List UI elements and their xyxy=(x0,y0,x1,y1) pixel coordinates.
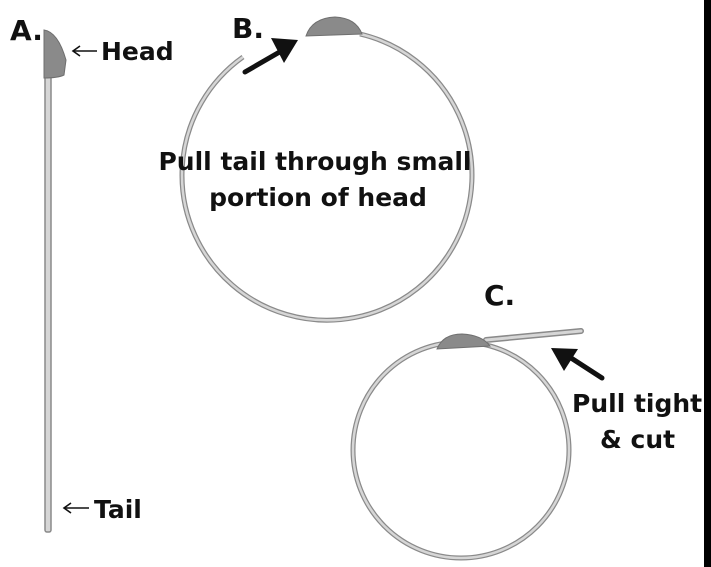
panel-a-tie xyxy=(43,29,67,533)
tie-head-c xyxy=(436,333,491,350)
instruction-c-line2: & cut xyxy=(600,425,675,454)
tie-loop-closed xyxy=(351,340,571,560)
panel-a-label: A. xyxy=(10,14,43,47)
tie-tail-extended xyxy=(484,329,583,342)
pull-arrow-icon xyxy=(551,348,605,381)
instruction-b-line2: portion of head xyxy=(209,183,427,212)
instruction-c-line1: Pull tight xyxy=(572,389,702,418)
right-border xyxy=(704,0,711,567)
panel-c-tie xyxy=(350,328,584,561)
tail-label: Tail xyxy=(94,495,142,524)
panel-b-tie xyxy=(179,16,475,323)
panel-c-label: C. xyxy=(484,279,515,312)
instruction-b-line1: Pull tail through small xyxy=(158,147,471,176)
tie-loop-open xyxy=(180,32,474,322)
tie-head xyxy=(43,29,67,79)
tail-pointer-arrow-icon xyxy=(62,502,89,514)
head-pointer-arrow-icon xyxy=(71,45,97,57)
panel-b-label: B. xyxy=(232,12,264,45)
head-label: Head xyxy=(101,37,174,66)
tie-strap-straight xyxy=(44,69,52,533)
tie-head-b xyxy=(305,16,363,37)
insert-arrow-icon xyxy=(242,38,298,75)
